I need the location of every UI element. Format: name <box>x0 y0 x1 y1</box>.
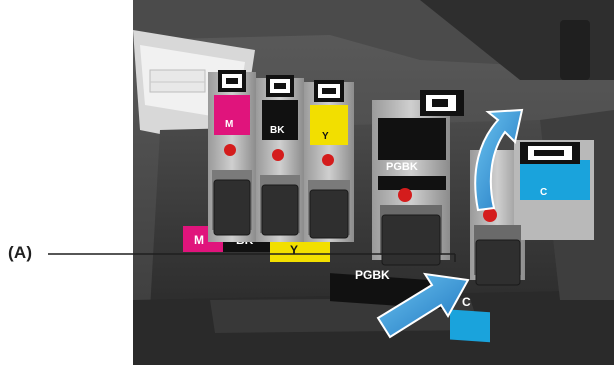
slot-label-pgbk: PGBK <box>355 268 390 282</box>
cartridge-label-pgbk: PGBK <box>386 161 418 173</box>
cartridge-label-y: Y <box>322 131 329 142</box>
slot-label-y: Y <box>290 243 298 257</box>
slot-label-m: M <box>194 233 204 247</box>
cartridge-label-c: C <box>540 187 547 198</box>
callout-label: (A) <box>8 243 32 263</box>
slot-label-c: C <box>462 295 471 309</box>
cartridge-label-m: M <box>225 119 233 130</box>
cartridge-label-bk: BK <box>270 125 285 136</box>
